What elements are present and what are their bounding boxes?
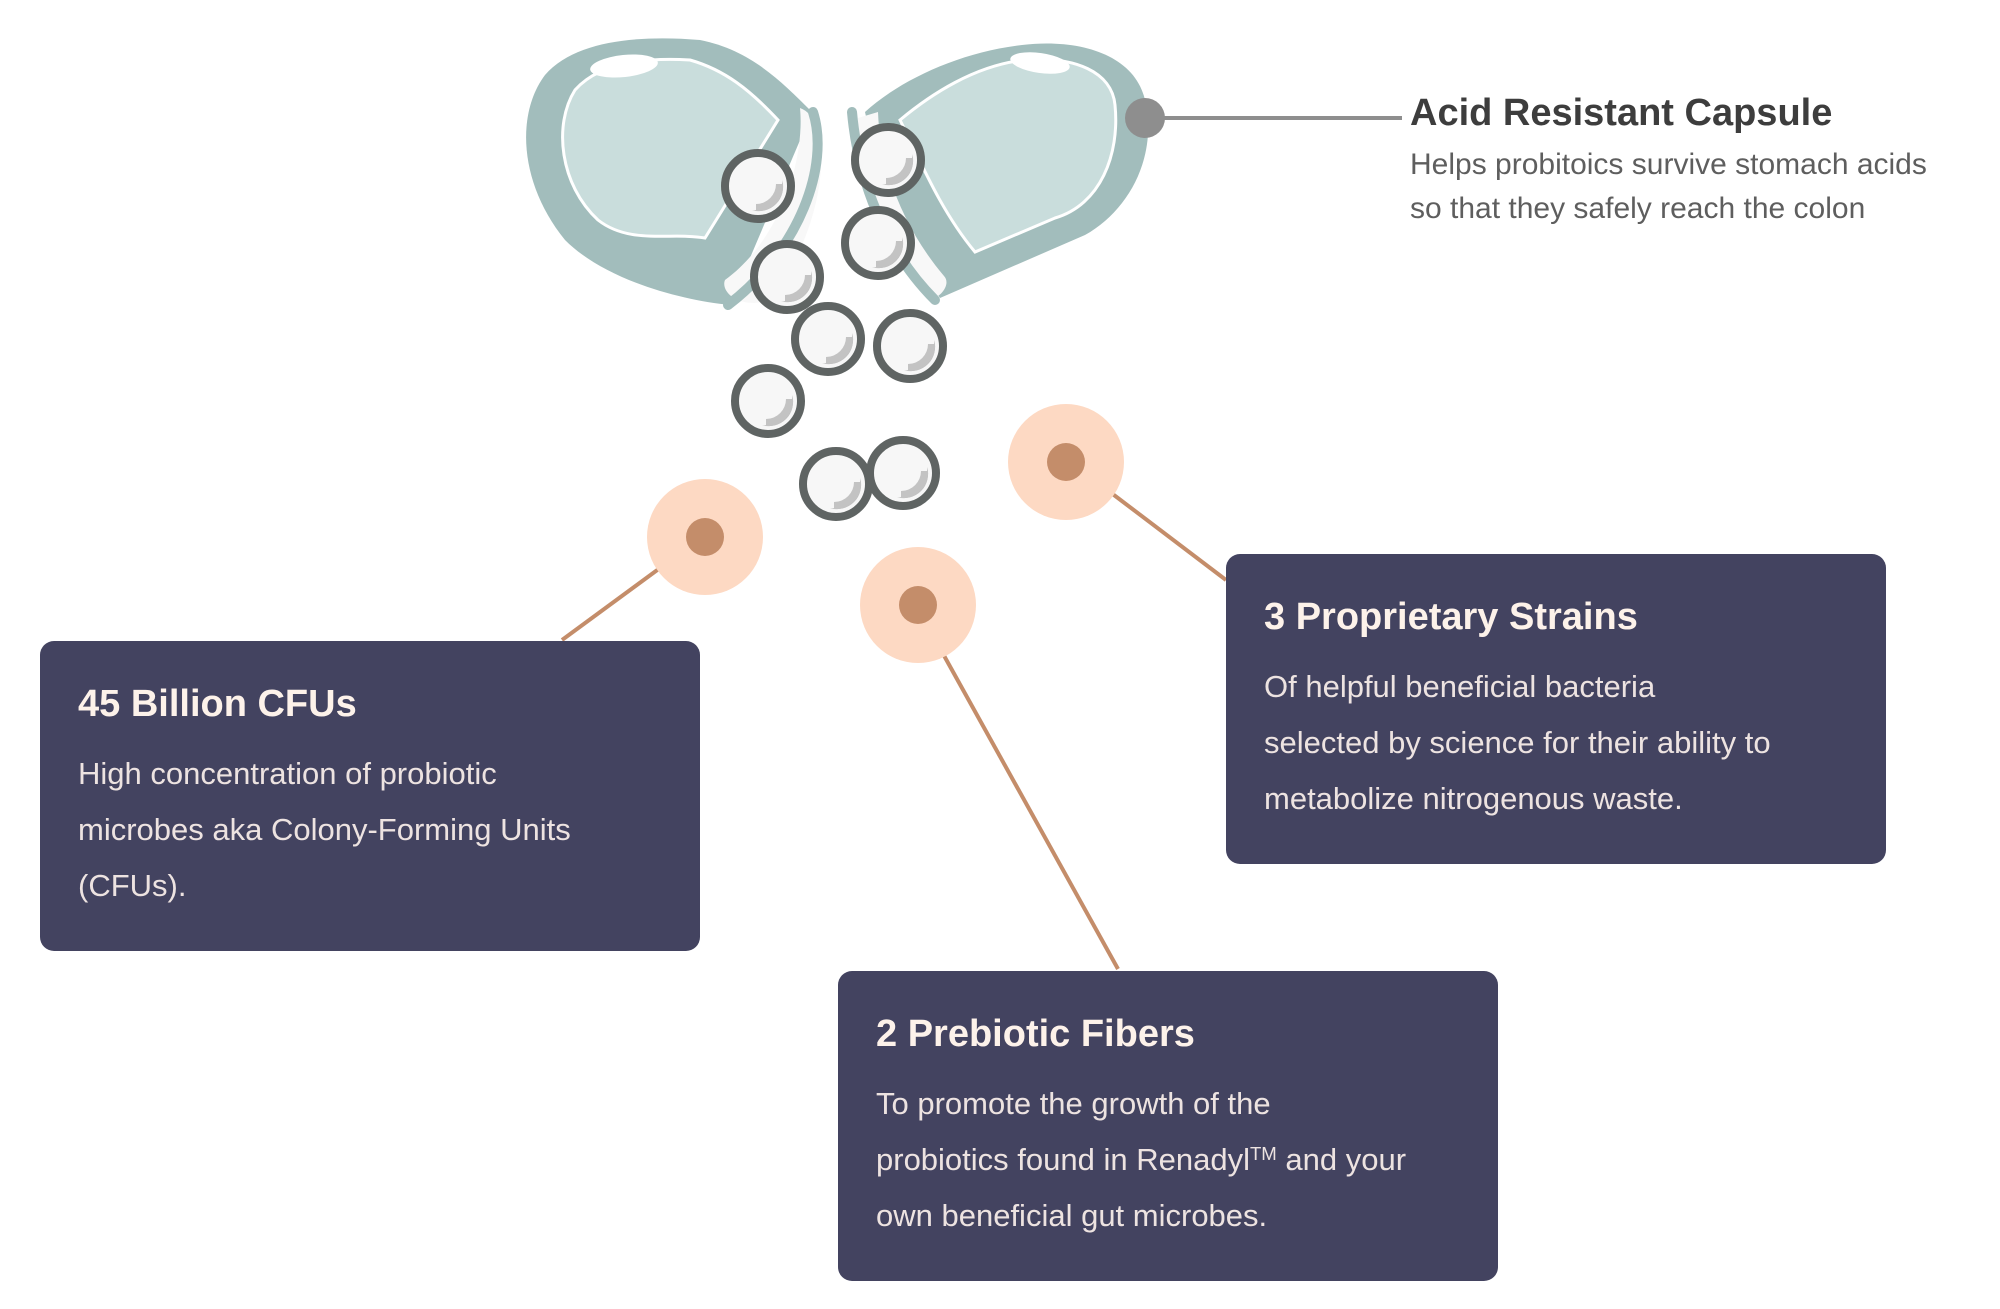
connector-line-cfus: [560, 566, 662, 642]
card-title: 2 Prebiotic Fibers: [876, 1013, 1195, 1055]
connector-line-strains: [1108, 490, 1228, 582]
card-strains: 3 Proprietary Strains Of helpful benefic…: [1226, 554, 1886, 864]
card-description-line: microbes aka Colony-Forming Units: [78, 812, 571, 847]
capsule-title: Acid Resistant Capsule: [1410, 92, 1833, 134]
probiotic-bead: [725, 153, 791, 219]
card-description-line: metabolize nitrogenous waste.: [1264, 781, 1683, 816]
probiotic-bead: [803, 451, 869, 517]
capsule-description: Helps probitoics survive stomach acids s…: [1410, 143, 1990, 231]
capsule-connector-dot: [1125, 98, 1165, 138]
card-fibers: 2 Prebiotic Fibers To promote the growth…: [838, 971, 1498, 1281]
card-description-line: own beneficial gut microbes.: [876, 1198, 1268, 1233]
probiotic-bead: [870, 440, 936, 506]
card-description: To promote the growth of the probiotics …: [876, 1076, 1460, 1244]
card-description-text: and your: [1276, 1142, 1407, 1177]
probiotic-bead: [754, 244, 820, 310]
probiotic-bead: [877, 313, 943, 379]
probiotic-bead: [795, 306, 861, 372]
marker-dot-cfus: [647, 479, 763, 595]
card-description: Of helpful beneficial bacteria selected …: [1264, 659, 1848, 827]
marker-dot-fibers: [860, 547, 976, 663]
card-description-line: High concentration of probiotic: [78, 756, 497, 791]
trademark-symbol: TM: [1249, 1142, 1277, 1164]
capsule-description-line: Helps probitoics survive stomach acids: [1410, 148, 1927, 181]
capsule-label: Acid Resistant Capsule Helps probitoics …: [1410, 92, 1990, 231]
card-description: High concentration of probiotic microbes…: [78, 746, 662, 914]
card-description-text: probiotics found in Renadyl: [876, 1142, 1250, 1177]
marker-dot-strains: [1008, 404, 1124, 520]
connector-line-fibers: [940, 651, 1120, 970]
card-description-line: probiotics found in RenadylTM and your: [876, 1132, 1460, 1188]
card-title: 3 Proprietary Strains: [1264, 596, 1638, 638]
probiotic-bead: [855, 127, 921, 193]
card-description-line: Of helpful beneficial bacteria: [1264, 669, 1656, 704]
card-description-line: (CFUs).: [78, 868, 187, 903]
card-description-line: selected by science for their ability to: [1264, 725, 1771, 760]
capsule-description-line: so that they safely reach the colon: [1410, 192, 1866, 225]
card-title: 45 Billion CFUs: [78, 683, 357, 725]
card-description-line: To promote the growth of the: [876, 1086, 1271, 1121]
card-cfus: 45 Billion CFUs High concentration of pr…: [40, 641, 700, 951]
probiotic-bead: [735, 368, 801, 434]
probiotic-bead: [845, 210, 911, 276]
